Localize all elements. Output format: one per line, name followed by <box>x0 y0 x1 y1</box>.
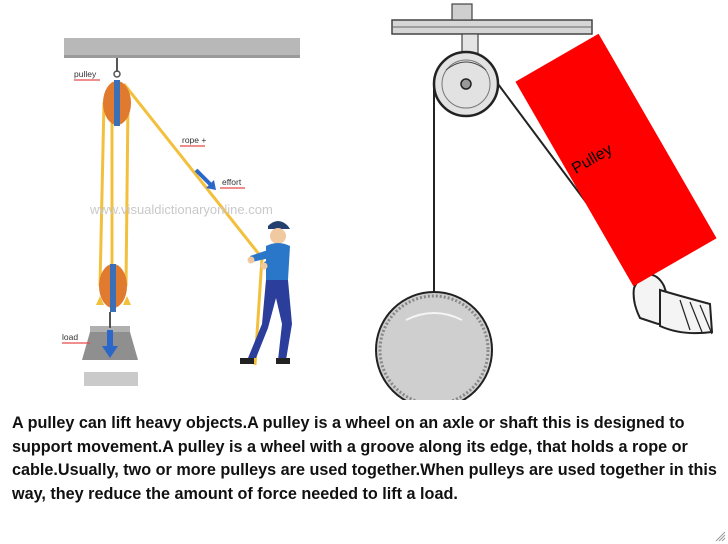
pulley-system-illustration: pulley rope + effort load www.visualdict… <box>62 38 300 386</box>
pulley-label-box <box>515 33 717 287</box>
vintage-pulley-illustration: Pulley <box>375 3 717 400</box>
rope <box>98 83 264 366</box>
resize-grip-icon[interactable] <box>714 530 726 542</box>
hanging-weight-ball <box>375 291 493 400</box>
ceiling-beam <box>64 38 300 58</box>
watermark-text: www.visualdictionaryonline.com <box>89 202 273 217</box>
top-pulley-wheel <box>103 80 131 126</box>
load-arrow-icon <box>102 330 118 358</box>
worker-figure <box>240 221 292 364</box>
pulley-label: pulley <box>74 69 97 79</box>
pulley-wheel <box>432 50 500 118</box>
effort-label: effort <box>222 177 242 187</box>
effort-arrow-icon <box>194 168 216 190</box>
bottom-pulley-wheel <box>99 264 127 312</box>
pulling-hand <box>632 273 714 335</box>
load-label: load <box>62 332 78 342</box>
caption-text: A pulley can lift heavy objects.A pulley… <box>12 414 717 503</box>
rope-label: rope + <box>182 135 206 145</box>
force-arrow-icon <box>96 296 131 305</box>
